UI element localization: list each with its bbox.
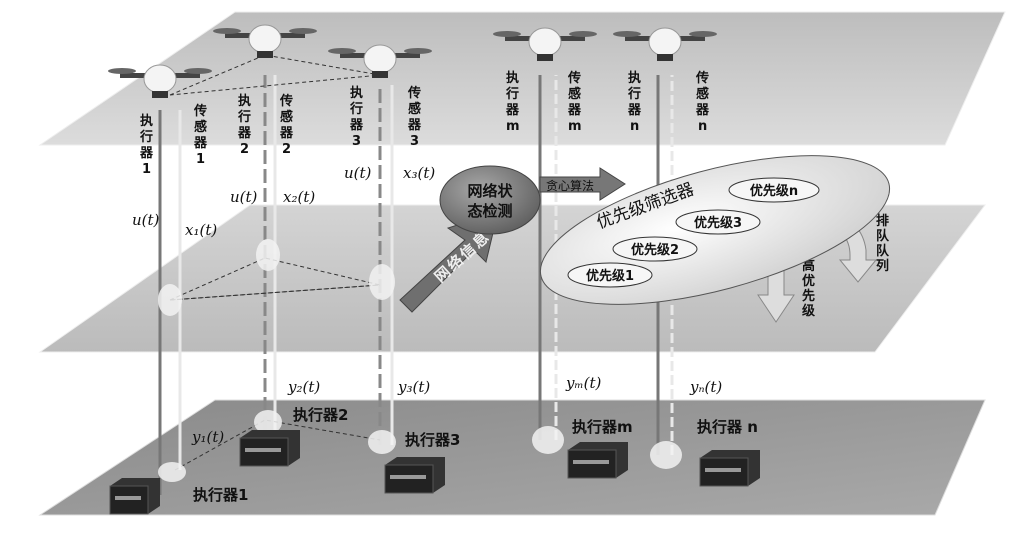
- device-label-1: 执行器1: [193, 486, 248, 504]
- signal-y1: y₁(t): [191, 428, 224, 446]
- priority-1: 优先级1: [586, 268, 634, 284]
- drone-icon: [213, 24, 317, 58]
- signal-yn: yₙ(t): [689, 378, 722, 396]
- device-icon: [384, 457, 445, 494]
- devices: 执行器1 执行器2 执行器3 执行器m 执行器 n: [109, 406, 760, 515]
- priority-n: 优先级n: [750, 183, 798, 199]
- network-info-arrow: 网络信息: [399, 211, 499, 313]
- device-label-2: 执行器2: [293, 406, 348, 424]
- device-icon: [699, 450, 760, 487]
- signal-labels: u(t) x₁(t) u(t) x₂(t) u(t) x₃(t) y₁(t) y…: [132, 164, 722, 446]
- drone-icon: [328, 44, 432, 78]
- signal-u2: u(t): [230, 188, 258, 206]
- device-icon: [109, 478, 160, 515]
- device-label-m: 执行器m: [572, 418, 633, 436]
- bottom-plane: [38, 399, 986, 516]
- node-ellipses: [158, 239, 682, 482]
- drone-icon: [613, 27, 717, 61]
- drone-icon: [108, 64, 212, 98]
- network-state-label: 网络状态检测: [467, 182, 513, 220]
- priority-list: 优先级n 优先级3 优先级2 优先级1: [567, 177, 820, 288]
- signal-ym: yₘ(t): [565, 374, 602, 392]
- device-icon: [239, 430, 300, 467]
- drone-icon: [493, 27, 597, 61]
- device-icon: [567, 442, 628, 479]
- signal-x1: x₁(t): [185, 221, 217, 239]
- signal-u1: u(t): [132, 211, 160, 229]
- top-plane: [38, 11, 1006, 146]
- device-label-3: 执行器3: [405, 431, 460, 449]
- network-state-detection: [439, 165, 541, 235]
- network-links: [169, 54, 381, 471]
- signal-x3: x₃(t): [403, 164, 435, 182]
- high-priority-label: 高优先级: [802, 258, 816, 319]
- greedy-algorithm-arrow: 贪心算法: [539, 167, 626, 201]
- queue-label: 排队队列: [876, 213, 890, 274]
- signal-y2: y₂(t): [287, 378, 320, 396]
- signal-y3: y₃(t): [397, 378, 430, 396]
- greedy-label: 贪心算法: [546, 178, 594, 193]
- signal-u3: u(t): [344, 164, 372, 182]
- device-label-n: 执行器 n: [697, 418, 758, 436]
- signal-x2: x₂(t): [283, 188, 315, 206]
- priority-2: 优先级2: [631, 242, 679, 258]
- drones: [108, 24, 717, 98]
- priority-3: 优先级3: [694, 215, 742, 231]
